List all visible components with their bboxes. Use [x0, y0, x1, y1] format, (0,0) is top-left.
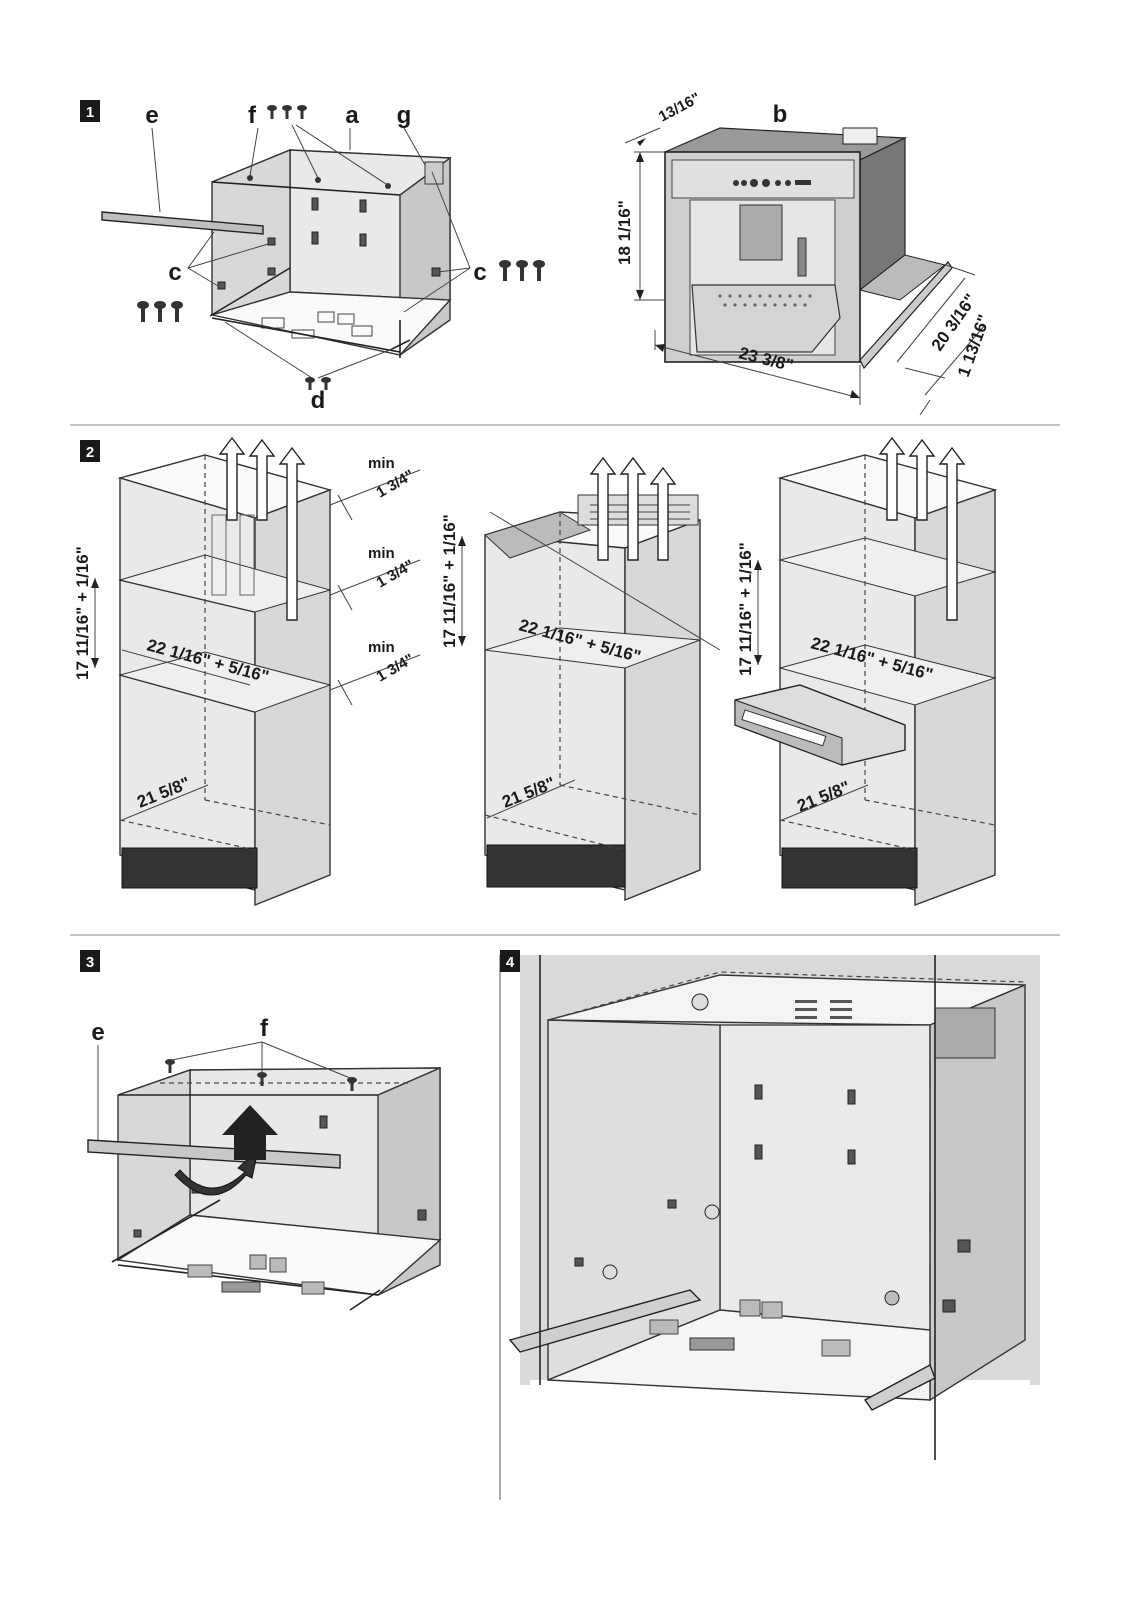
cabinet-width-line-mid [486, 779, 576, 819]
label-c-left: c [168, 259, 181, 286]
leader-f-1 [171, 1041, 263, 1061]
niche-height-right: 17 11/16" + 1/16" [736, 542, 755, 676]
niche-width-line-left [121, 649, 251, 686]
step-badge-2: 2 [80, 440, 100, 462]
cabinet-middle [484, 494, 721, 902]
svg-text:3: 3 [86, 954, 94, 971]
cabinet-width-line-left [121, 784, 209, 821]
niche-height-left: 17 11/16" + 1/16" [73, 546, 92, 680]
step-badge-3: 3 [80, 950, 100, 972]
min-clearance-lines [329, 469, 421, 706]
label-c-right: c [473, 259, 486, 286]
min-label-1: min [368, 455, 395, 472]
mounting-frame-drawing [101, 148, 452, 358]
dim-top-offset: 13/16" [656, 90, 703, 126]
min-label-3: min [368, 639, 395, 656]
arrow-up-icon [589, 456, 677, 561]
frame-rail-drawing [87, 1066, 442, 1311]
screw-icon [165, 1059, 357, 1091]
label-e-3: e [91, 1019, 104, 1046]
label-a: a [345, 102, 359, 129]
dim-height: 18 1/16" [615, 200, 634, 265]
cabinet-left [117, 454, 333, 907]
arrow-up-icon [878, 436, 966, 621]
label-g: g [397, 102, 412, 129]
cabinet-width-line-right [781, 784, 869, 821]
arrow-up-icon [218, 436, 306, 621]
machine-dimension-lines [624, 127, 986, 416]
leader-f-3 [261, 1041, 351, 1079]
step-badge-1: 1 [80, 100, 100, 122]
screw-icon [137, 105, 545, 390]
step-badge-4: 4 [500, 950, 520, 972]
installed-frame-drawing [508, 955, 1040, 1500]
svg-text:4: 4 [506, 954, 515, 971]
svg-text:1: 1 [86, 104, 94, 121]
label-f: f [248, 102, 257, 129]
rotate-arrow-icon [174, 1105, 278, 1196]
label-e: e [145, 102, 158, 129]
panel1-leader-lines [151, 124, 471, 379]
label-d: d [311, 387, 326, 414]
label-b: b [773, 101, 788, 128]
label-f-3: f [260, 1015, 269, 1042]
svg-text:2: 2 [86, 444, 94, 461]
cabinet-right [734, 454, 998, 907]
niche-height-mid: 17 11/16" + 1/16" [440, 514, 459, 648]
min-label-2: min [368, 545, 395, 562]
coffee-machine-drawing [664, 127, 953, 370]
